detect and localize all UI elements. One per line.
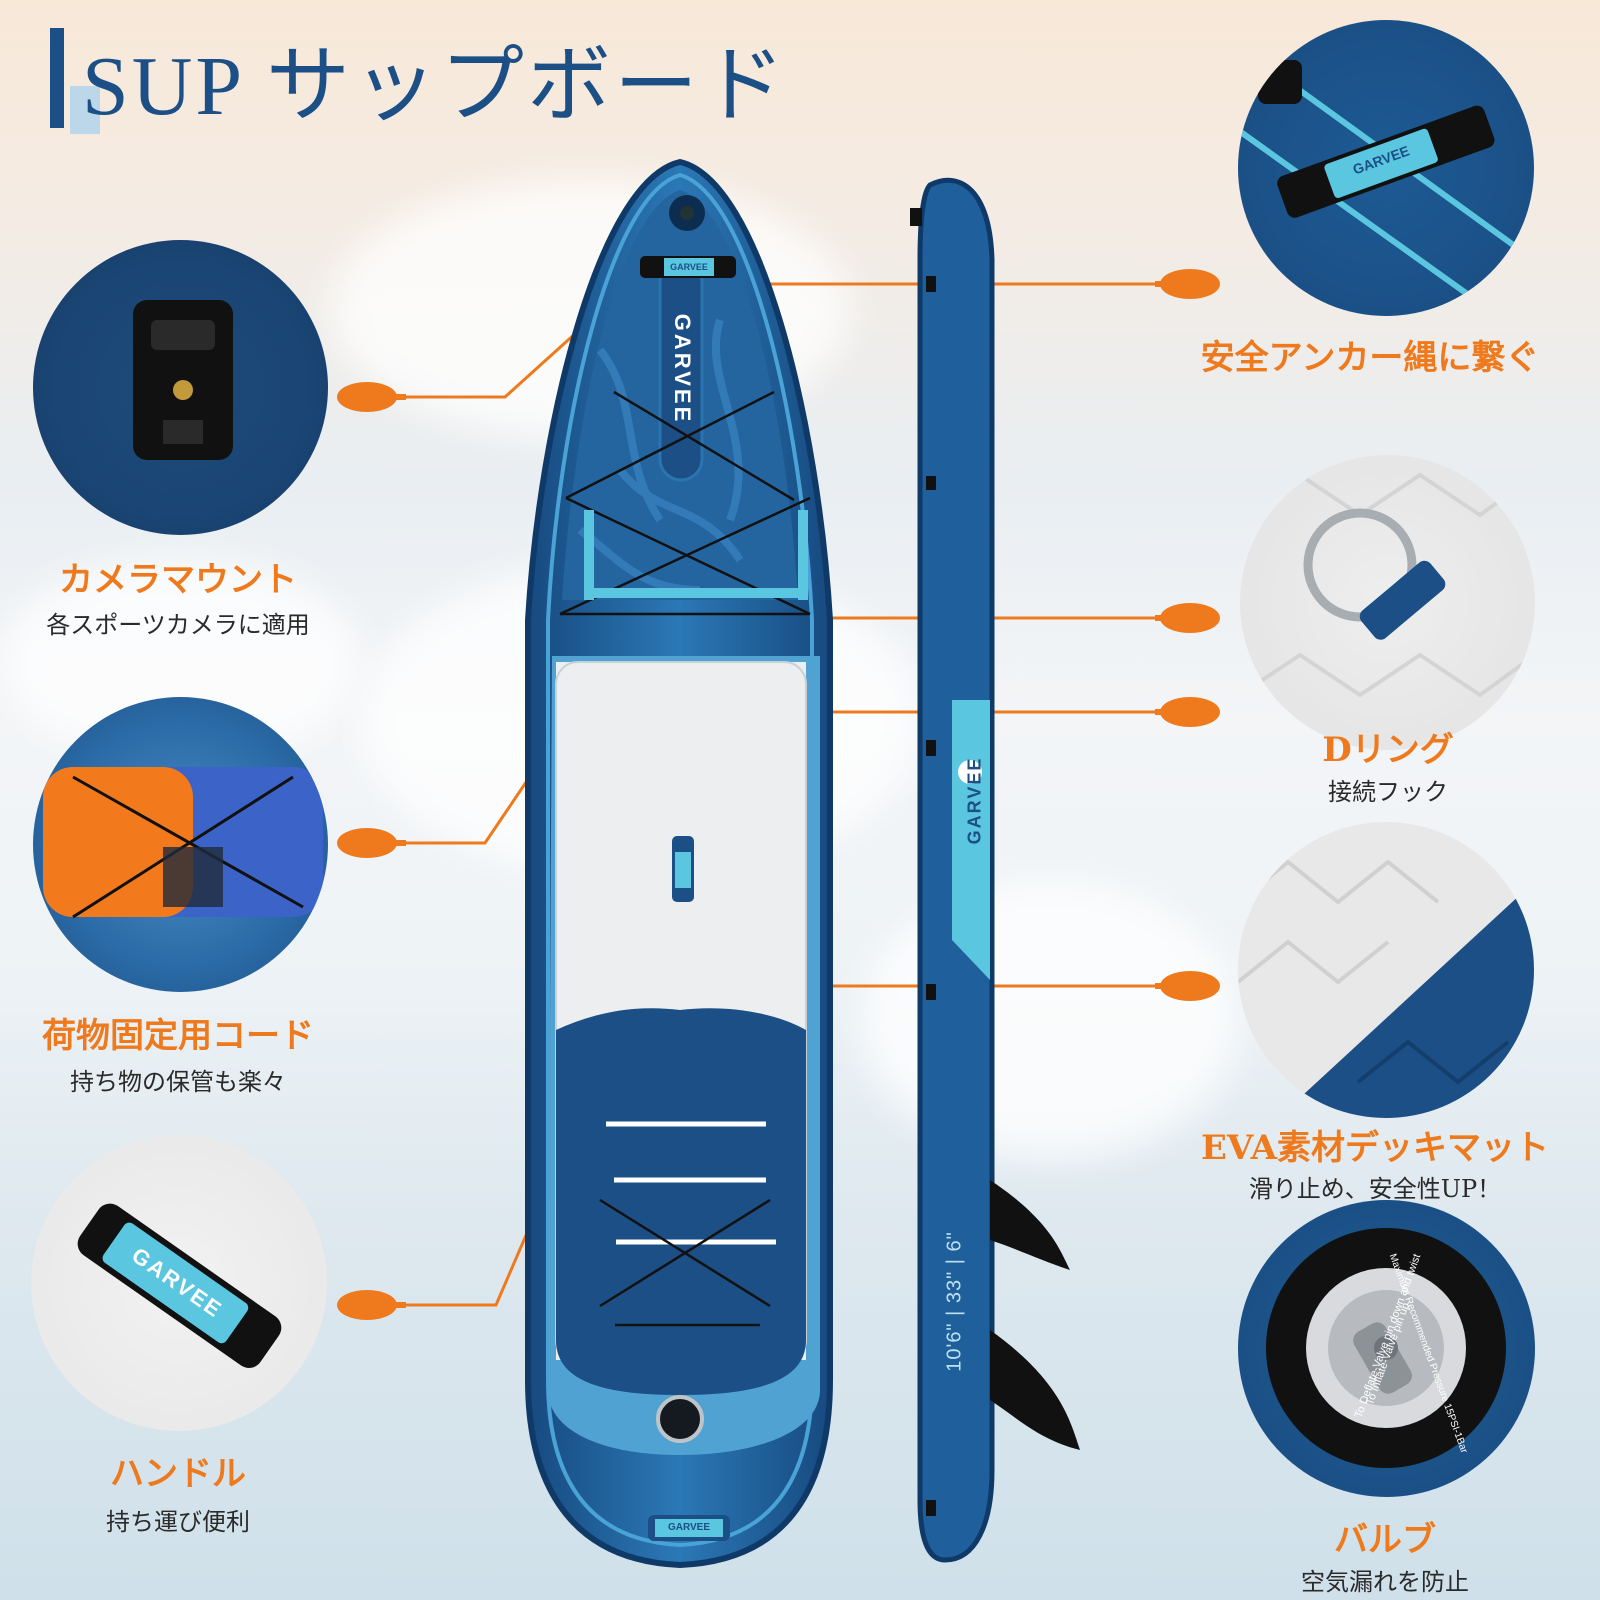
title-accent-block [70, 86, 100, 134]
valve-label: バルブ [1334, 1520, 1436, 1560]
page-title: SUP サップボード [82, 40, 788, 133]
d-ring-photo [1240, 455, 1535, 750]
eva-label: EVA素材デッキマット [1200, 1128, 1550, 1168]
camera-mount-label: カメラマウント [59, 560, 297, 600]
side-brand-text: GARVEE [964, 756, 985, 845]
cargo-cord-label: 荷物固定用コード [42, 1016, 314, 1056]
handle-label: ハンドル [110, 1454, 246, 1494]
handle-photo: GARVEE [31, 1135, 327, 1431]
paddle-icon-handle [337, 1290, 406, 1320]
anchor-strap-photo: GARVEE [1238, 20, 1534, 316]
eva-desc: 滑り止め、安全性UP！ [1248, 1175, 1502, 1203]
eva-deck-photo [1238, 822, 1534, 1118]
paddle-icon-eva [1155, 971, 1220, 1001]
paddle-icon-anchor [1155, 269, 1220, 299]
paddle-icon-camera [337, 382, 406, 412]
cargo-bag-photo [33, 697, 328, 992]
handle-desc: 持ち運び便利 [106, 1508, 250, 1536]
paddle-icon-valve [1155, 697, 1220, 727]
paddle-icon-cargo [337, 828, 406, 858]
board-size-text: 10'6" | 33" | 6" [943, 1231, 966, 1372]
valve-photo: To Deflate-Valve pin down and twist To I… [1238, 1200, 1535, 1497]
tail-handle-brand: GARVEE [667, 1522, 711, 1533]
camera-mount-desc: 各スポーツカメラに適用 [46, 611, 310, 639]
paddle-icon-dring [1155, 603, 1220, 633]
d-ring-label: Dリング [1322, 730, 1454, 770]
cargo-cord-desc: 持ち物の保管も楽々 [70, 1068, 286, 1096]
title-accent-bar [50, 28, 64, 128]
d-ring-desc: 接続フック [1328, 778, 1448, 806]
nose-handle-brand: GARVEE [670, 262, 708, 272]
anchor-label: 安全アンカー縄に繋ぐ [1200, 338, 1540, 378]
camera-mount-photo [33, 240, 328, 535]
valve-desc: 空気漏れを防止 [1301, 1568, 1469, 1596]
